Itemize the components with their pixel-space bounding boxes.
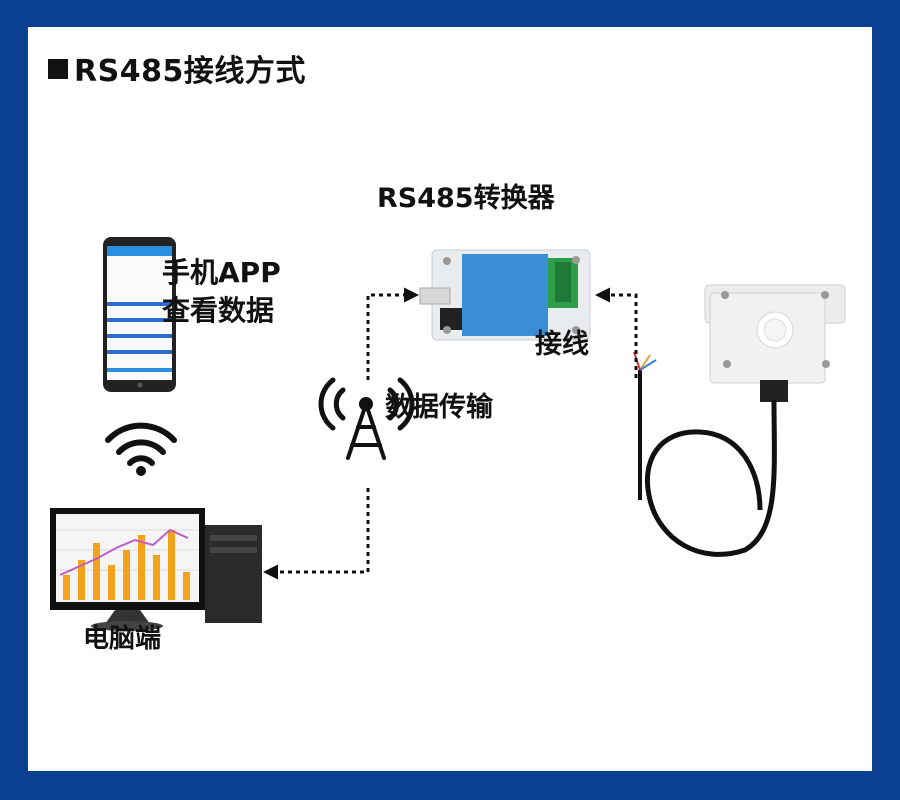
square-bullet-icon bbox=[48, 59, 68, 79]
data-transfer-label: 数据传输 bbox=[385, 392, 493, 423]
connector-sensor-to-converter bbox=[595, 287, 638, 378]
connector-antenna-to-computer bbox=[263, 488, 370, 580]
rs485-converter-image bbox=[419, 249, 591, 341]
pc-label: 电脑端 bbox=[83, 624, 162, 654]
page-title: RS485接线方式 bbox=[48, 46, 306, 90]
page-title-text: RS485接线方式 bbox=[74, 54, 306, 89]
app-label-line1: 手机APP bbox=[162, 256, 281, 289]
app-label: 手机APP 查看数据 bbox=[162, 254, 281, 330]
computer-image bbox=[50, 508, 262, 631]
connector-antenna-to-converter bbox=[366, 287, 419, 380]
pir-sensor-image bbox=[633, 284, 846, 557]
wiring-label: 接线 bbox=[535, 329, 589, 360]
content-panel bbox=[28, 27, 872, 771]
app-label-line2: 查看数据 bbox=[162, 294, 275, 327]
wifi-icon bbox=[105, 422, 177, 476]
converter-label: RS485转换器 bbox=[377, 183, 555, 214]
data-connection-lines bbox=[263, 287, 638, 580]
smartphone-image bbox=[103, 237, 176, 392]
antenna-icon bbox=[318, 377, 415, 460]
